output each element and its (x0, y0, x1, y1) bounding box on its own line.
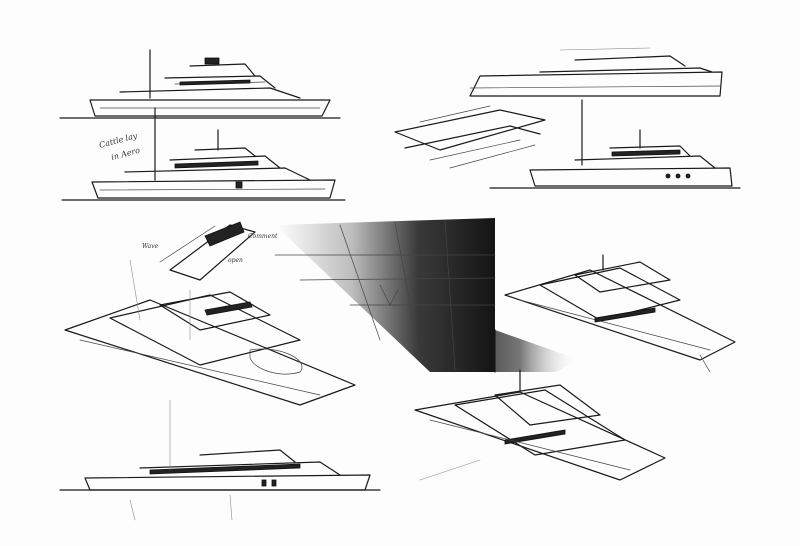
yacht-profile-sketch-3 (469, 47, 723, 97)
detail-note-1: Wave (142, 243, 159, 250)
yacht-profile-sketch-2 (61, 107, 346, 201)
note-line-2: in Aero (110, 146, 141, 162)
hull-render-center (274, 218, 580, 373)
detail-note-3: Comment (248, 233, 278, 240)
yacht-profile-sketch-1 (59, 49, 341, 119)
handwritten-note: Cattle lay in Aero (98, 131, 141, 162)
yacht-loose-sketch-1 (64, 259, 356, 406)
bow-detail-sketch: Wave open Comment (142, 221, 278, 281)
deck-detail-sketch (394, 105, 546, 169)
yacht-perspective-sketch-2 (414, 369, 666, 481)
detail-note-2: open (228, 257, 243, 264)
yacht-loose-sketch-2 (59, 399, 381, 521)
yacht-perspective-sketch-1 (504, 254, 736, 373)
yacht-profile-sketch-4 (489, 99, 741, 189)
